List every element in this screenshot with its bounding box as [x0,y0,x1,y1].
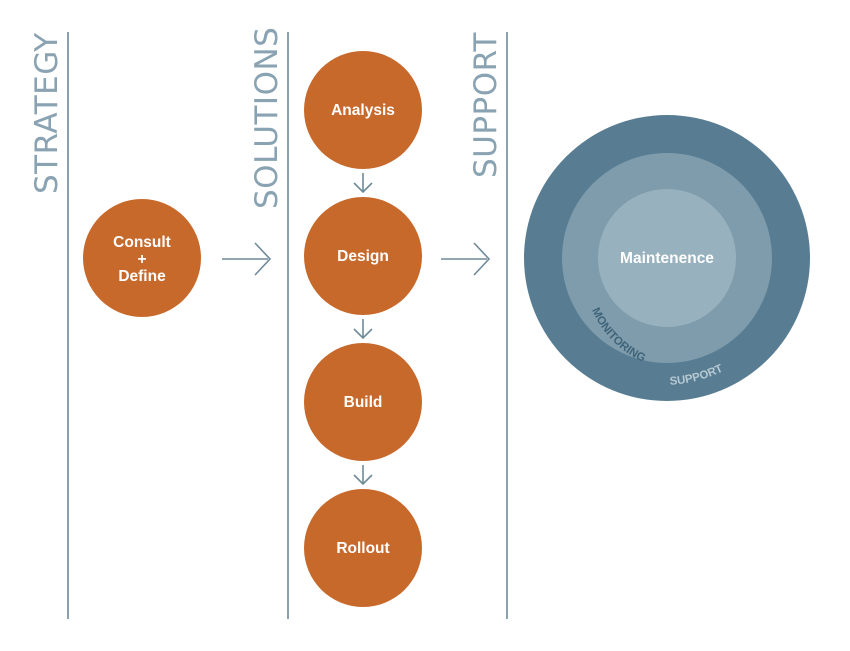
ring-maintenance-inner [598,189,736,327]
section-label-solutions: SOLUTIONS [249,27,285,209]
node-label-consult: Consult [113,234,171,251]
solution-step-design: Design [304,197,422,315]
section-label-support: SUPPORT [468,32,504,178]
support-rings: Maintenence MONITORING SUPPORT [524,115,810,401]
node-label-define: Define [118,268,166,285]
arrow-down-3 [353,465,373,486]
section-label-strategy: STRATEGY [29,32,65,194]
step-label-build: Build [344,394,383,411]
node-label-plus: + [137,251,146,268]
solution-step-build: Build [304,343,422,461]
ring-label-maintenence: Maintenence [620,250,714,267]
arrow-down-1 [353,173,373,194]
step-label-rollout: Rollout [336,540,389,557]
step-label-analysis: Analysis [331,102,395,119]
consult-define-node: Consult + Define [83,199,201,317]
step-label-design: Design [337,248,389,265]
solution-step-rollout: Rollout [304,489,422,607]
arrow-down-2 [353,319,373,340]
arrow-right-to-solutions [222,242,272,276]
solution-step-analysis: Analysis [304,51,422,169]
arrow-right-to-support [441,242,491,276]
